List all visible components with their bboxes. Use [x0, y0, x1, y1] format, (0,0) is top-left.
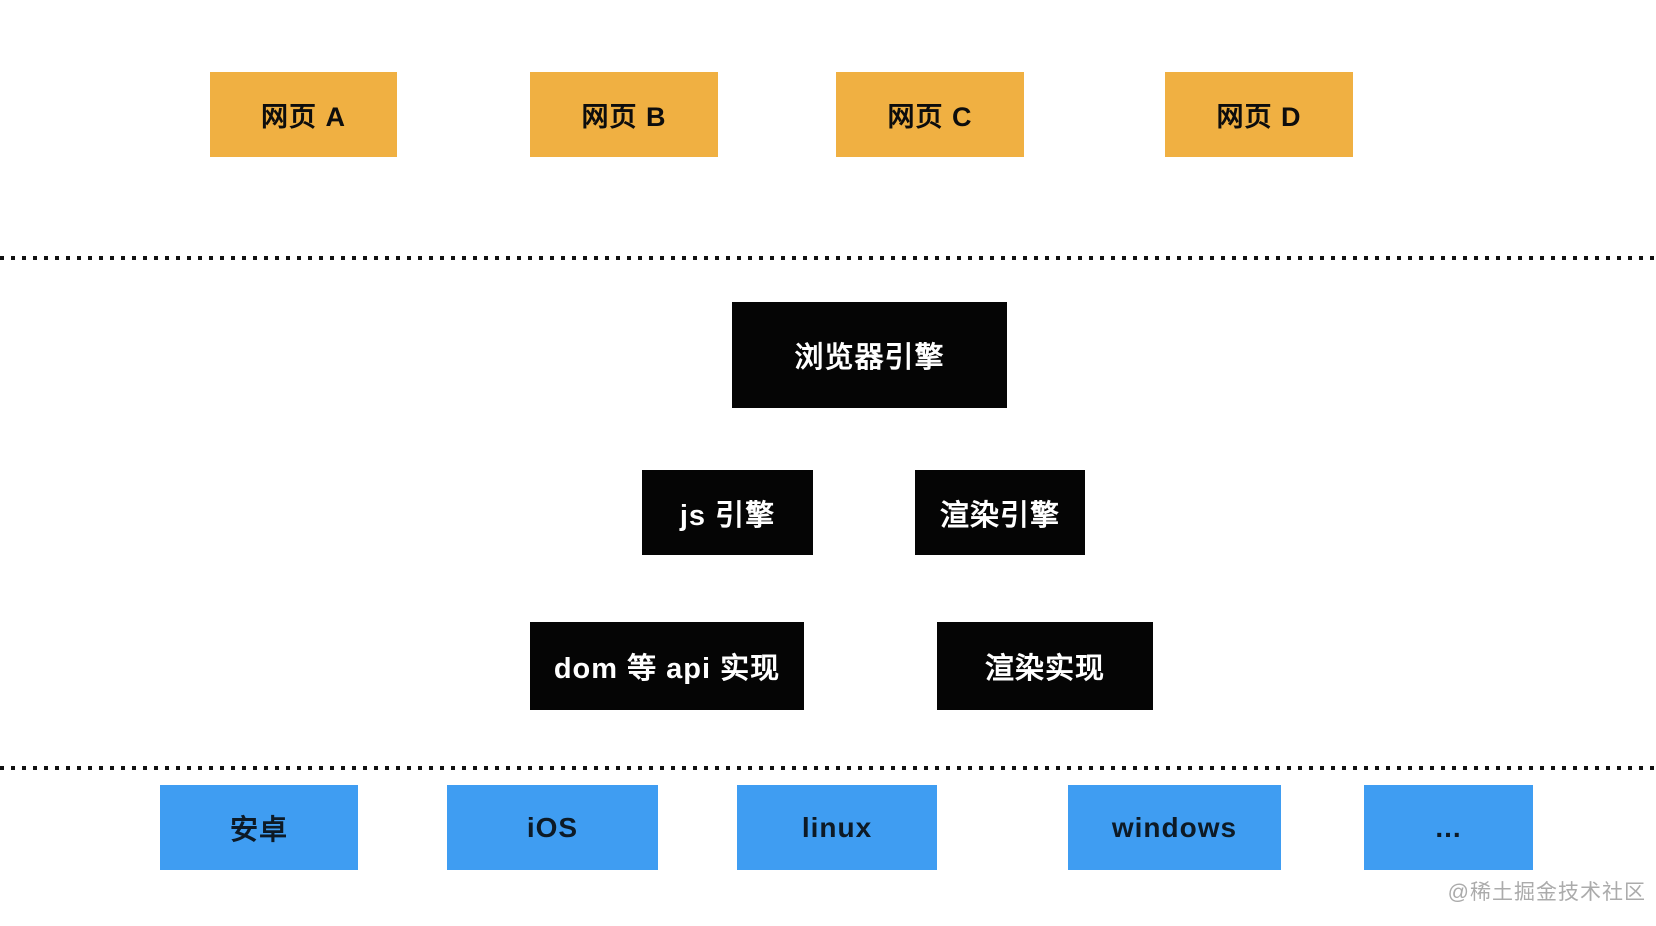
render-engine-box: 渲染引擎	[915, 470, 1085, 555]
platform-ellipsis-box: ...	[1364, 785, 1533, 870]
dom-api-implementation-box: dom 等 api 实现	[530, 622, 804, 710]
juejin-watermark: @稀土掘金技术社区	[1447, 881, 1646, 904]
web-page-c-box: 网页 C	[836, 72, 1024, 157]
platform-linux-box: linux	[737, 785, 937, 870]
lower-dotted-divider	[0, 766, 1656, 770]
render-implementation-box: 渲染实现	[937, 622, 1153, 710]
platform-android-box: 安卓	[160, 785, 358, 870]
browser-engine-box: 浏览器引擎	[732, 302, 1007, 408]
web-page-b-box: 网页 B	[530, 72, 718, 157]
js-engine-box: js 引擎	[642, 470, 813, 555]
upper-dotted-divider	[0, 256, 1656, 260]
web-page-d-box: 网页 D	[1165, 72, 1353, 157]
platform-windows-box: windows	[1068, 785, 1281, 870]
platform-ios-box: iOS	[447, 785, 658, 870]
web-page-a-box: 网页 A	[210, 72, 397, 157]
